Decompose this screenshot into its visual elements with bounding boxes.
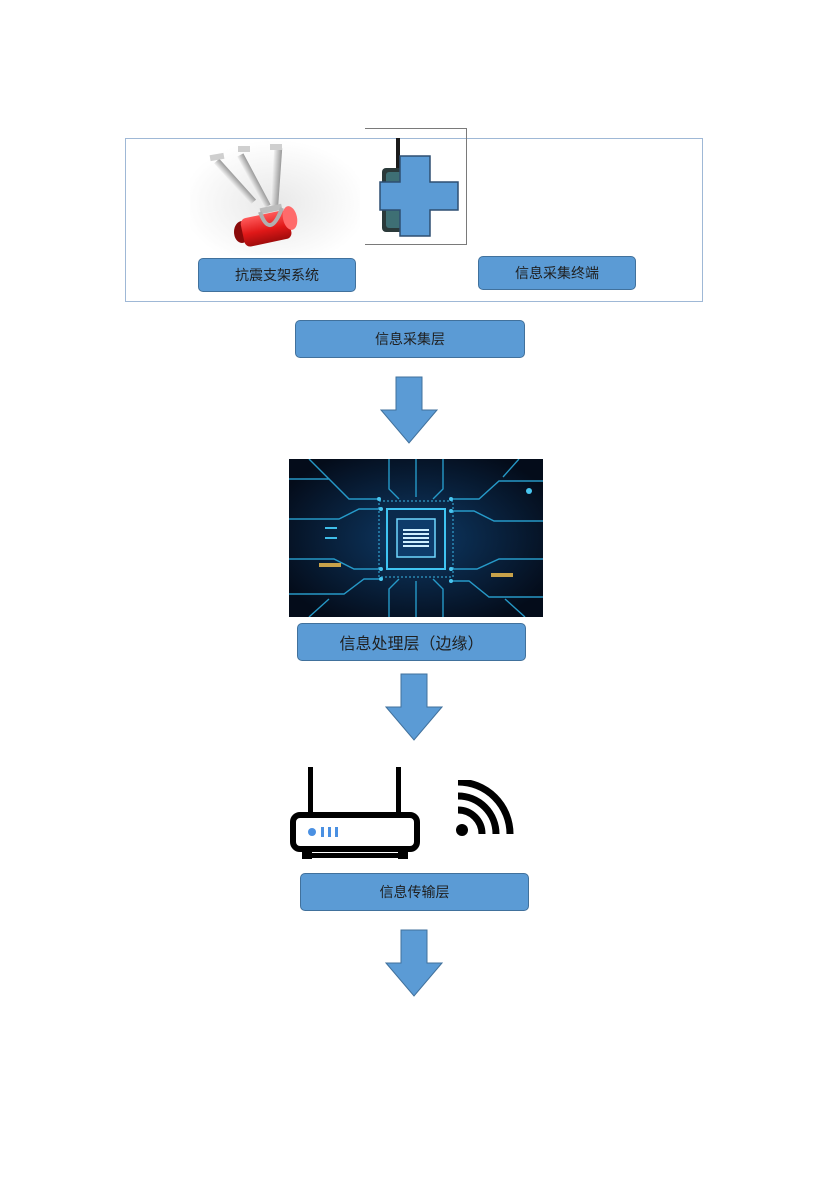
- down-arrow-1: [380, 376, 438, 444]
- terminal-frame: [365, 128, 467, 245]
- support-system-label: 抗震支架系统: [198, 258, 356, 292]
- router-icon: [288, 765, 422, 867]
- seismic-support-image: [190, 140, 360, 255]
- processing-layer-box: 信息处理层（边缘）: [297, 623, 526, 661]
- terminal-device-image: [372, 134, 464, 239]
- down-arrow-2: [385, 673, 443, 741]
- acquisition-frame: [125, 138, 703, 302]
- acquisition-layer-box: 信息采集层: [295, 320, 525, 358]
- down-arrow-3: [385, 929, 443, 997]
- circuit-board-image: [289, 459, 543, 617]
- transmission-layer-box: 信息传输层: [300, 873, 529, 911]
- terminal-label: 信息采集终端: [478, 256, 636, 290]
- wifi-signal-icon: [454, 778, 516, 844]
